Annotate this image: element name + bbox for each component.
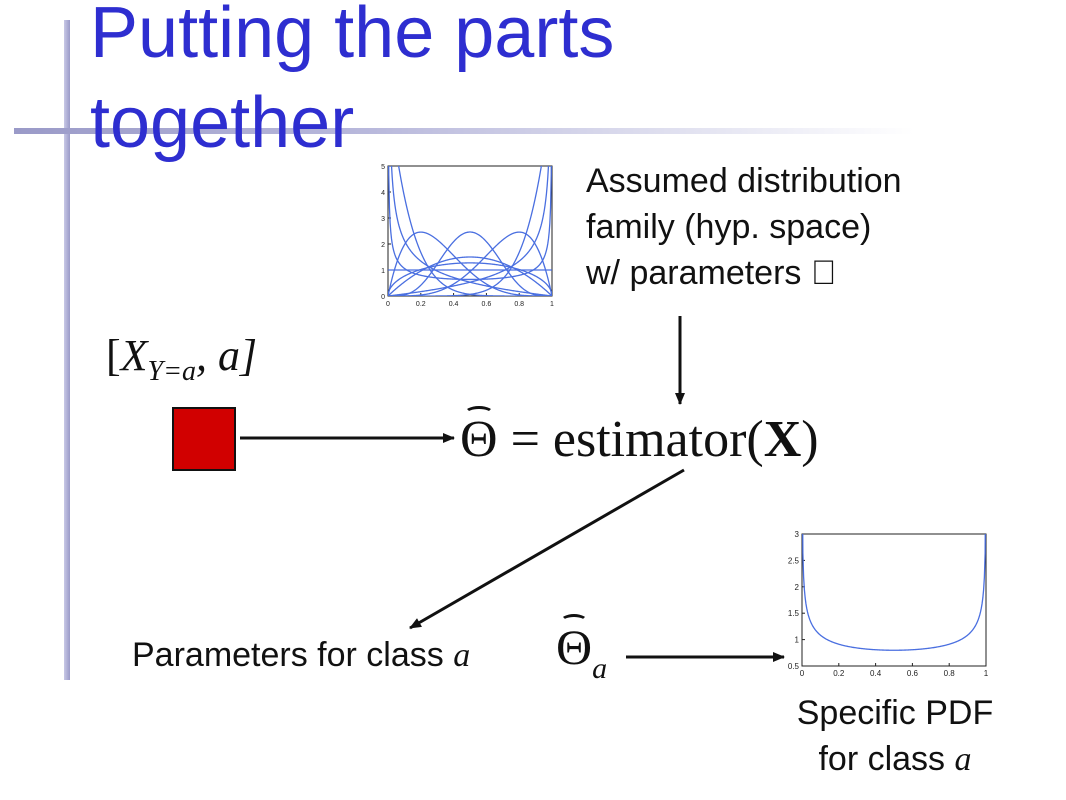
specific-pdf-for-class: for class xyxy=(818,740,955,778)
arrow-estimator-to-params xyxy=(409,468,685,630)
input-x: X xyxy=(120,331,148,380)
estimator-x: X xyxy=(763,411,802,468)
x-tick-label: 0 xyxy=(800,669,805,678)
x-tick-label: 0.2 xyxy=(833,669,845,678)
beta-family-chart: 0 0.2 0.4 0.6 0.8 1 0 1 2 3 4 5 xyxy=(381,164,554,308)
class-var: a xyxy=(453,637,471,674)
x-tick-label: 0.6 xyxy=(907,669,919,678)
y-tick-label: 0 xyxy=(381,294,385,301)
slide-vertical-bar xyxy=(64,20,70,680)
parameters-label: Parameters for class a xyxy=(132,632,470,679)
data-sample-box xyxy=(172,407,236,471)
pdf-curve xyxy=(388,231,552,296)
x-tick-label: 1 xyxy=(550,301,554,308)
pdf-curve xyxy=(397,166,552,296)
y-tick-label: 2 xyxy=(795,583,800,592)
y-tick-label: 4 xyxy=(381,190,385,197)
theta-a-hat: Θ xyxy=(556,614,593,675)
plot-frame xyxy=(801,533,987,667)
estimator-eq: = estimator( xyxy=(497,411,764,468)
y-tick-label: 3 xyxy=(381,216,385,223)
x-tick-label: 1 xyxy=(984,669,989,678)
y-tick-label: 2.5 xyxy=(788,556,800,565)
input-subscript: Y=a xyxy=(147,356,197,387)
slide-title: Putting the parts together xyxy=(90,0,615,163)
theta-hat: Θ xyxy=(460,406,498,468)
input-rest: , a] xyxy=(196,331,258,380)
theta-a-subscript: a xyxy=(592,652,608,685)
input-bracket-open: [ xyxy=(106,331,121,380)
x-tick-label: 0.8 xyxy=(944,669,956,678)
y-tick-label: 5 xyxy=(381,164,385,171)
estimator-close: ) xyxy=(801,411,819,468)
specific-pdf-line1: Specific PDF xyxy=(796,694,994,732)
y-tick-label: 1 xyxy=(381,268,385,275)
x-tick-label: 0.8 xyxy=(514,301,524,308)
estimator-equation: Θ = estimator(X) xyxy=(460,406,819,469)
x-tick-label: 0.4 xyxy=(449,301,459,308)
y-tick-label: 3 xyxy=(795,530,800,539)
y-tick-label: 1 xyxy=(795,636,800,645)
y-tick-label: 2 xyxy=(381,242,385,249)
x-tick-label: 0.4 xyxy=(870,669,882,678)
y-tick-label: 0.5 xyxy=(788,662,800,671)
x-tick-label: 0 xyxy=(386,301,390,308)
input-data-label: [XY=a, a] xyxy=(106,330,257,388)
specific-pdf-chart: 0 0.2 0.4 0.6 0.8 1 0.5 1 1.5 2 2.5 3 xyxy=(788,530,989,678)
pdf-curve xyxy=(388,256,552,296)
pdf-curve xyxy=(388,166,550,296)
y-tick-label: 1.5 xyxy=(788,609,800,618)
pdf-curve xyxy=(802,534,986,651)
assumed-distribution-label: Assumed distribution family (hyp. space)… xyxy=(586,162,902,292)
specific-pdf-line2: for class a xyxy=(770,736,1020,783)
slide-horizontal-bar xyxy=(14,128,914,134)
pdf-curve xyxy=(388,262,552,295)
theta-a-symbol: Θa xyxy=(556,614,608,686)
specific-pdf-label: Specific PDF for class a xyxy=(770,690,1020,783)
x-tick-label: 0.2 xyxy=(416,301,426,308)
specific-pdf-class-var: a xyxy=(954,741,972,778)
x-tick-label: 0.6 xyxy=(482,301,492,308)
parameters-text: Parameters for class xyxy=(132,636,454,674)
